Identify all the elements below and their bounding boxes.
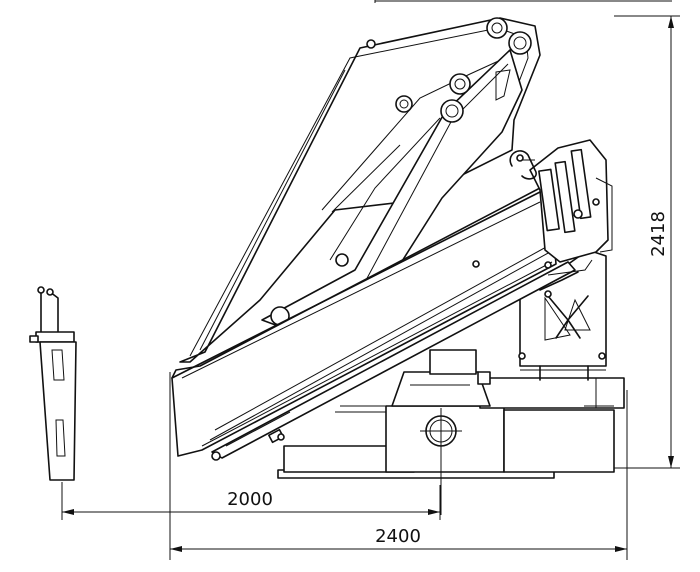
hydraulic-cylinder: [211, 261, 576, 461]
slew-center-marker: [420, 408, 462, 515]
column-housing: [519, 249, 607, 381]
extension-boom: [171, 187, 557, 457]
top-frame-line: [374, 0, 672, 3]
dimension-2400: 2400: [169, 372, 628, 560]
label-2418: 2418: [648, 211, 669, 257]
label-2000: 2000: [227, 489, 273, 510]
control-post: [29, 286, 77, 481]
hook: [509, 150, 537, 180]
label-2400: 2400: [375, 526, 421, 547]
column-base: [391, 349, 491, 407]
boom-head: [518, 139, 613, 360]
dimension-2418: 2418: [614, 15, 680, 469]
base-frame: [335, 377, 625, 473]
pivot-pins: [270, 17, 532, 326]
dimension-2000: 2000: [61, 482, 441, 520]
